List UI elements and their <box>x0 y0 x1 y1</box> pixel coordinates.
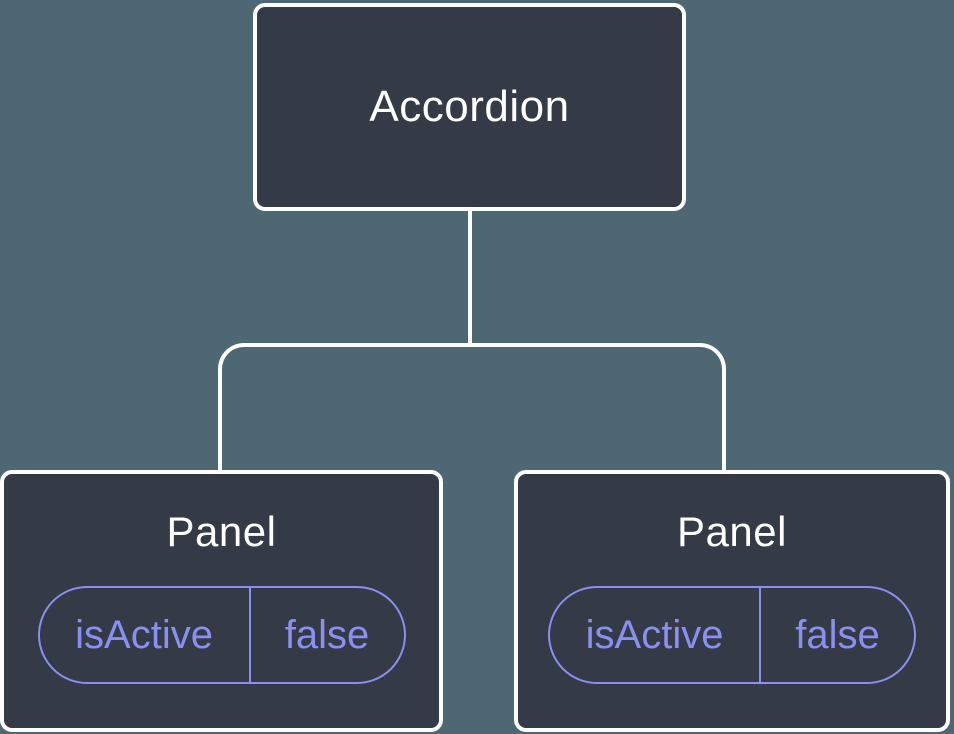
connector-stem-line <box>468 209 472 347</box>
state-value: false <box>284 612 370 657</box>
state-value: false <box>795 612 880 657</box>
tree-node-panel-right: Panel isActive false <box>514 470 950 732</box>
state-pill-right: isActive false <box>548 586 916 684</box>
tree-node-accordion: Accordion <box>253 3 686 211</box>
state-key: isActive <box>550 588 762 682</box>
state-key: isActive <box>40 588 251 682</box>
accordion-node-label: Accordion <box>369 82 570 131</box>
connector-branch-bracket <box>218 343 726 470</box>
panel-node-label: Panel <box>166 508 277 555</box>
state-pill-left: isActive false <box>37 586 406 684</box>
panel-node-label: Panel <box>677 508 787 555</box>
tree-node-panel-left: Panel isActive false <box>0 470 443 732</box>
